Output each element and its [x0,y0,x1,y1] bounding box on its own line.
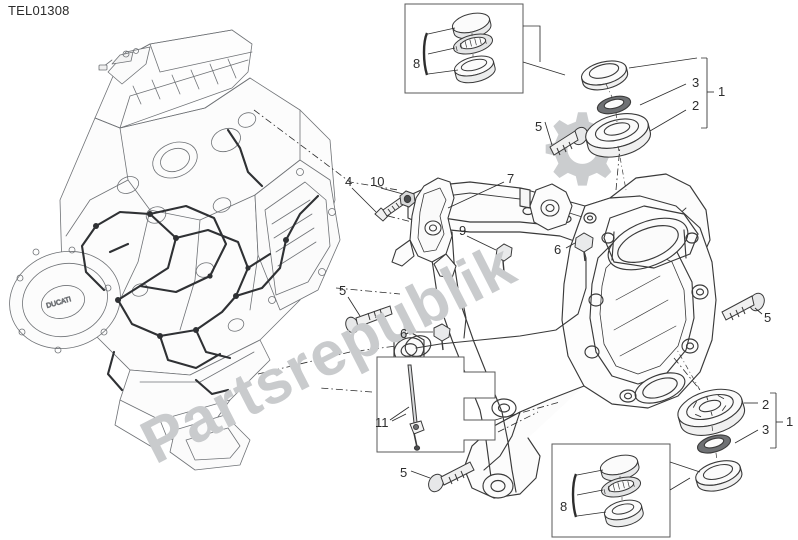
engine-assembly: DUCATI [9,29,341,471]
callout-10: 10 [370,174,385,189]
bracket-plate-7-right [529,183,573,231]
callout-7: 7 [507,171,515,186]
screw-5-bottom [428,461,475,493]
callout-2-top: 2 [692,98,700,113]
callout-6-right: 6 [554,242,562,257]
callout-3-top: 3 [692,75,700,90]
callout-5-right: 5 [764,310,772,325]
callout-5-bottom: 5 [400,465,408,480]
callout-1-top: 1 [718,84,726,99]
callout-1-bottom: 1 [786,414,794,429]
screw-5-right [721,292,765,321]
callout-3-bottom: 3 [762,422,770,437]
steering-bearing-bottom [675,347,746,492]
screw-5-top [549,126,588,156]
callout-11: 11 [375,415,389,430]
inset-top-left [404,3,524,94]
page-title: TEL01308 [8,3,70,18]
callout-6-left: 6 [400,326,408,341]
clip-9 [495,243,513,277]
inset-bottom-middle [376,356,496,453]
nut-10 [399,190,416,208]
leader-lines [253,25,783,491]
frame-wiring [415,235,587,349]
clip-6-right [574,232,594,262]
callout-5-left: 5 [339,283,347,298]
screw-5-mid [345,305,393,334]
callout-8-top: 8 [413,56,421,71]
callout-9: 9 [459,223,467,238]
callout-8-bottom: 8 [560,499,568,514]
engine-wiring-nodes [93,211,289,339]
callout-5-top: 5 [535,119,543,134]
clip-6-left [433,323,451,351]
callout-4: 4 [345,174,353,189]
steering-bearing-top [580,60,652,191]
callout-2-bottom: 2 [762,397,770,412]
bracket-plate-7 [391,177,457,279]
inset-bottom-right [551,443,671,538]
